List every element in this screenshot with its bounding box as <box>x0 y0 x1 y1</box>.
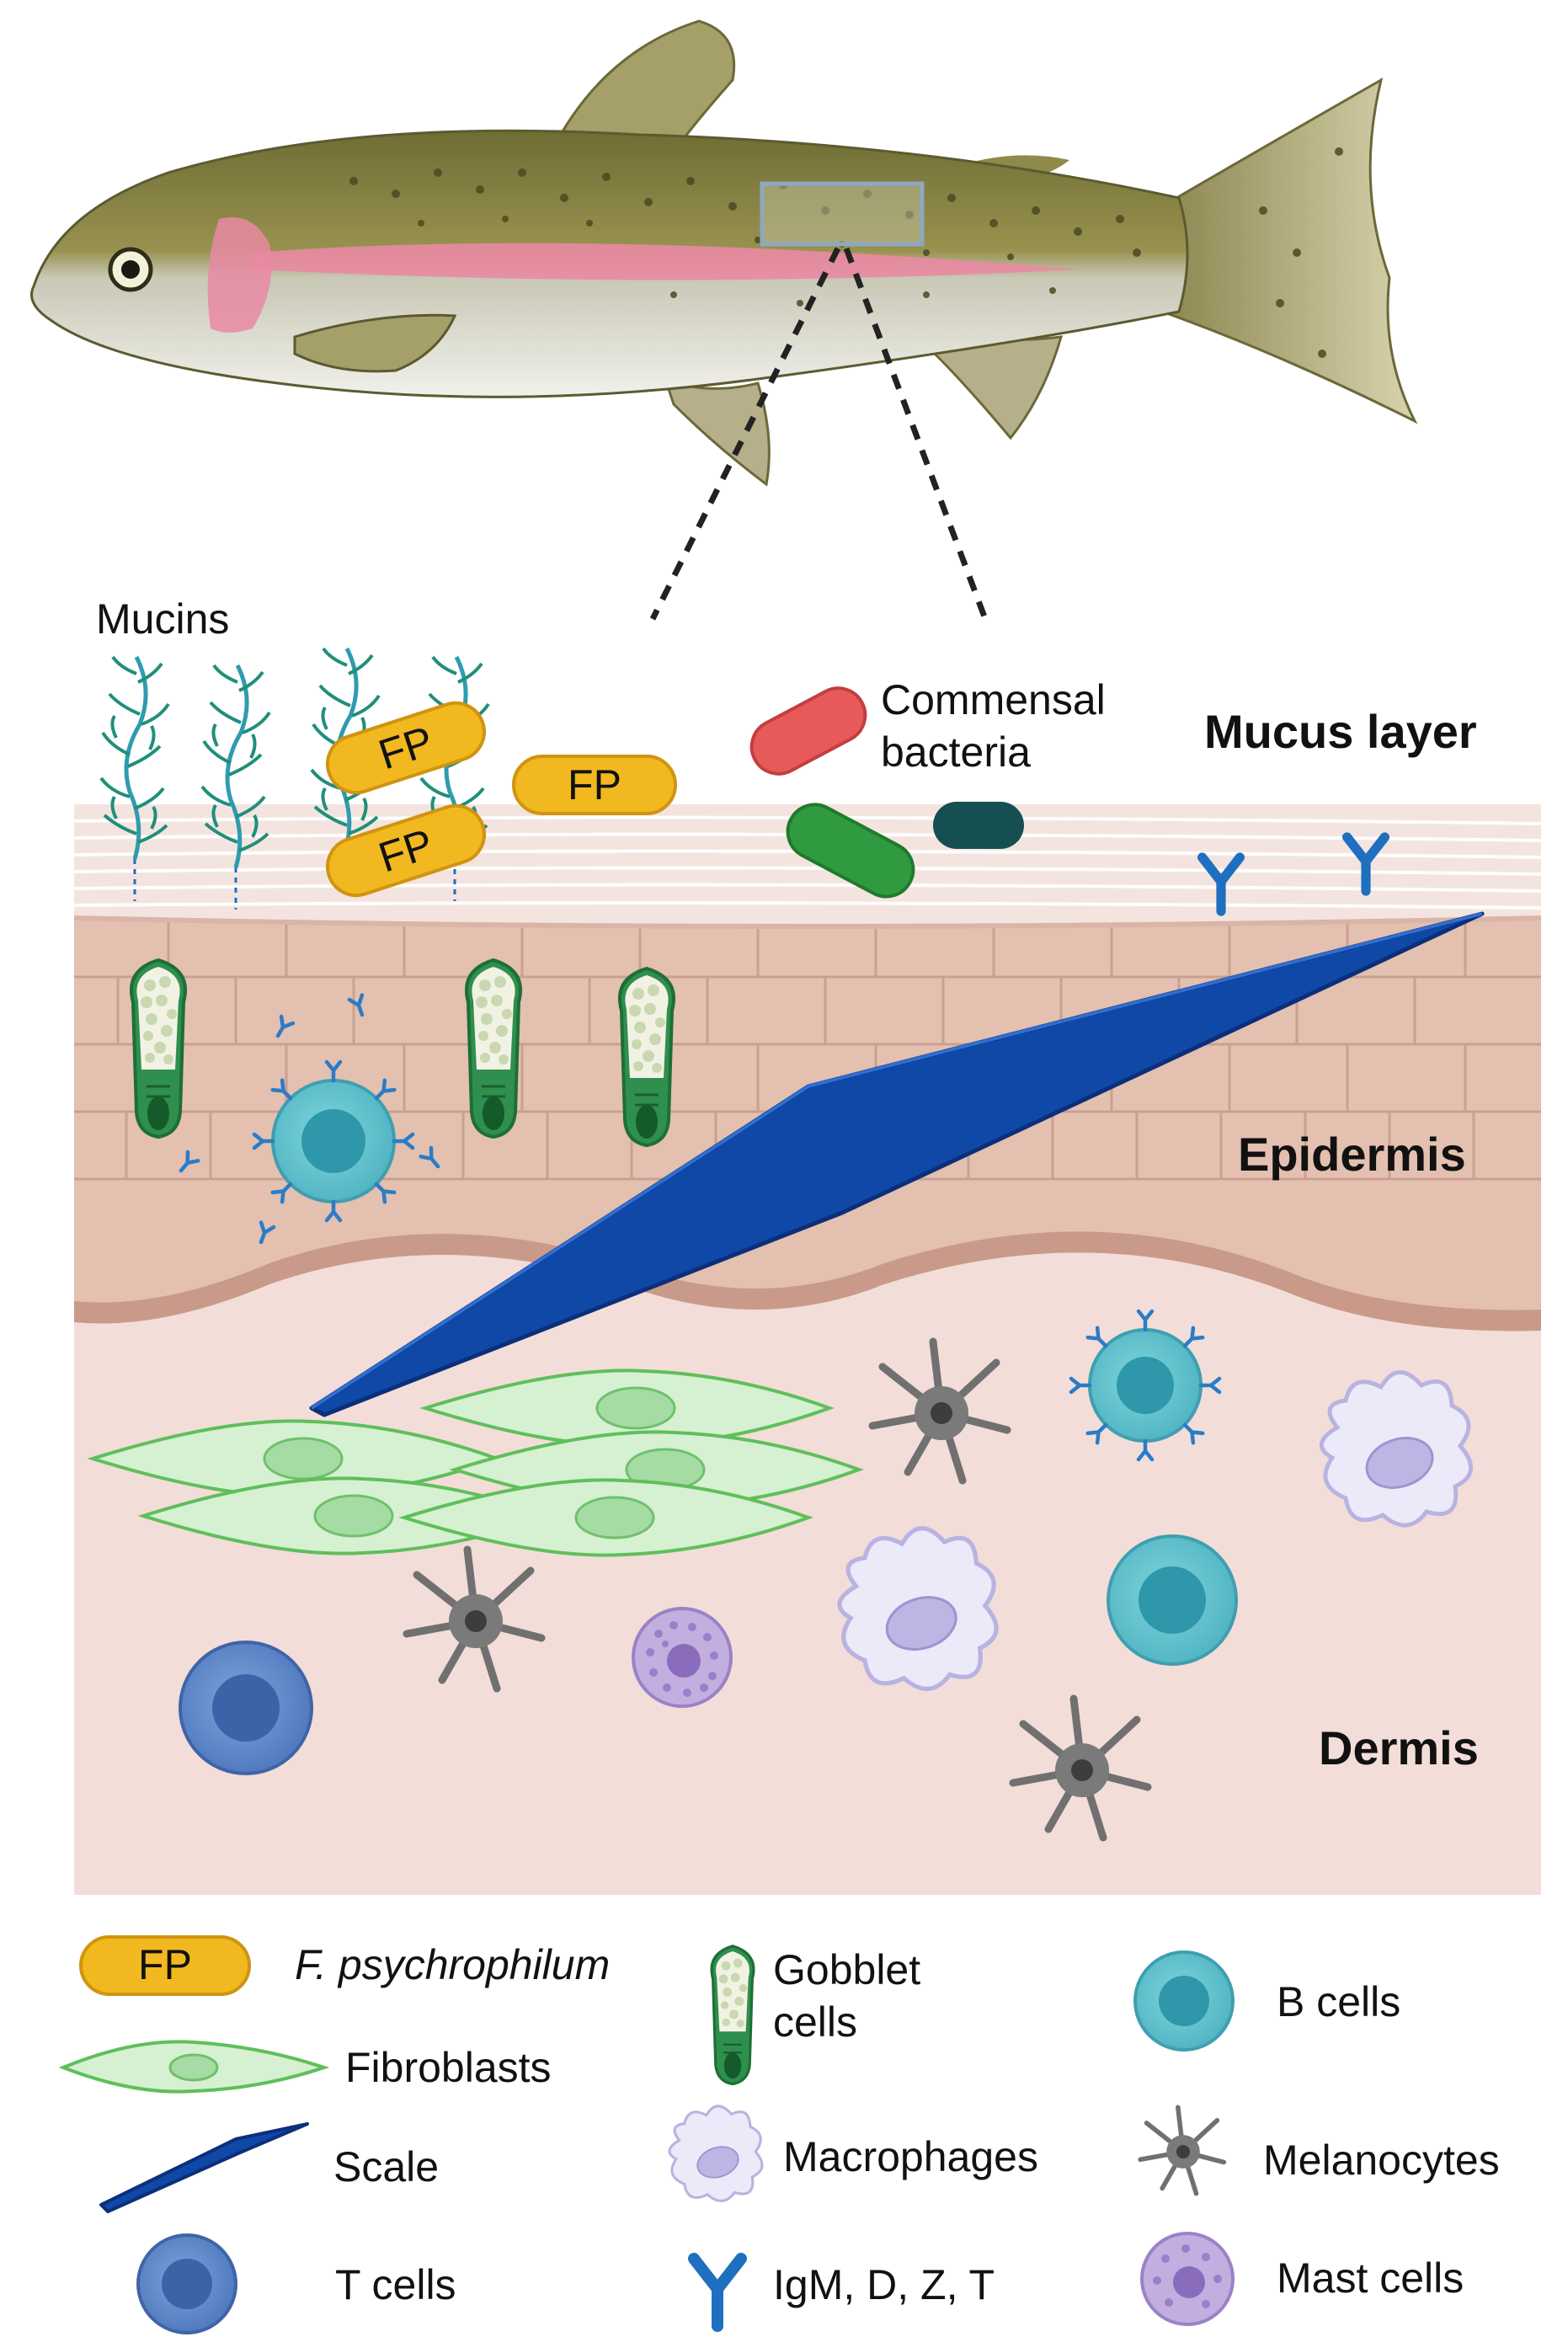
legend-mast-cells-label: Mast cells <box>1277 2254 1464 2302</box>
legend-scale: Scale <box>99 2122 439 2213</box>
trout-illustration <box>30 19 1418 621</box>
epidermis-label: Epidermis <box>1238 1128 1466 1181</box>
dorsal-fin <box>553 19 736 153</box>
dermal-b-cell-with-antibodies <box>1071 1311 1219 1459</box>
legend-melanocytes: Melanocytes <box>1140 2107 1500 2193</box>
pelvic-fin <box>663 376 771 487</box>
legend-fp: FP F. psychrophilum <box>79 1935 610 1996</box>
legend-goblet-label-line2: cells <box>773 1998 857 2046</box>
mucus-layer-label: Mucus layer <box>1204 705 1477 758</box>
legend-mast-cells: Mast cells <box>1140 2232 1464 2326</box>
legend-goblet: Gobblet cells <box>710 1945 920 2086</box>
mucins-label: Mucins <box>96 595 229 643</box>
fp-bacterium-3: FP <box>318 796 493 905</box>
dermal-mast-cell <box>632 1607 733 1708</box>
legend-antibodies-label: IgM, D, Z, T <box>773 2261 995 2308</box>
pectoral-fin <box>293 313 457 373</box>
lateral-stripe <box>253 243 1078 280</box>
fp-bacterium-2: FP <box>512 755 677 815</box>
legend-antibodies: IgM, D, Z, T <box>694 2259 995 2326</box>
legend-macrophages: Macrophages <box>668 2105 1038 2202</box>
commensal-label-line1: Commensal <box>881 676 1106 723</box>
mucus-strands <box>73 815 1542 910</box>
legend-scale-label: Scale <box>333 2143 439 2190</box>
legend-t-cells: T cells <box>136 2233 456 2334</box>
dermal-t-cell <box>179 1641 313 1775</box>
legend-b-cells: B cells <box>1133 1950 1400 2052</box>
basement-edge <box>74 1231 1541 1331</box>
zoom-region-box <box>760 181 925 247</box>
legend-melanocytes-label: Melanocytes <box>1263 2137 1500 2184</box>
fp-bacterium-1: FP <box>318 693 493 803</box>
legend-fibroblasts-label: Fibroblasts <box>345 2044 552 2091</box>
tail-fin <box>1160 77 1418 424</box>
fish-spots <box>349 147 1343 358</box>
legend-goblet-label-line1: Gobblet <box>773 1946 920 1993</box>
commensal-bacteria <box>749 686 1024 899</box>
legend-t-cells-label: T cells <box>335 2261 456 2308</box>
mucin-molecules <box>101 648 488 910</box>
legend-macrophages-label: Macrophages <box>783 2133 1038 2180</box>
epidermal-b-cell <box>176 995 443 1245</box>
legend-b-cells-label: B cells <box>1277 1978 1400 2025</box>
legend: FP F. psychrophilum Fibroblasts Scale T … <box>58 1935 1500 2334</box>
svg-text:FP: FP <box>138 1941 192 1988</box>
legend-fibroblasts: Fibroblasts <box>58 2040 552 2094</box>
dermal-b-cell <box>1107 1534 1238 1666</box>
commensal-label-line2: bacteria <box>881 728 1031 776</box>
skin-cross-section: FP FP FP <box>73 595 1542 1895</box>
gill-cover <box>207 217 272 333</box>
svg-text:FP: FP <box>568 761 621 808</box>
zoom-line-right <box>843 247 989 621</box>
zoom-line-left <box>649 247 841 621</box>
dermis-label: Dermis <box>1319 1721 1479 1774</box>
legend-fp-label: F. psychrophilum <box>295 1941 610 1988</box>
mucus-epidermis-edge <box>73 915 1542 929</box>
